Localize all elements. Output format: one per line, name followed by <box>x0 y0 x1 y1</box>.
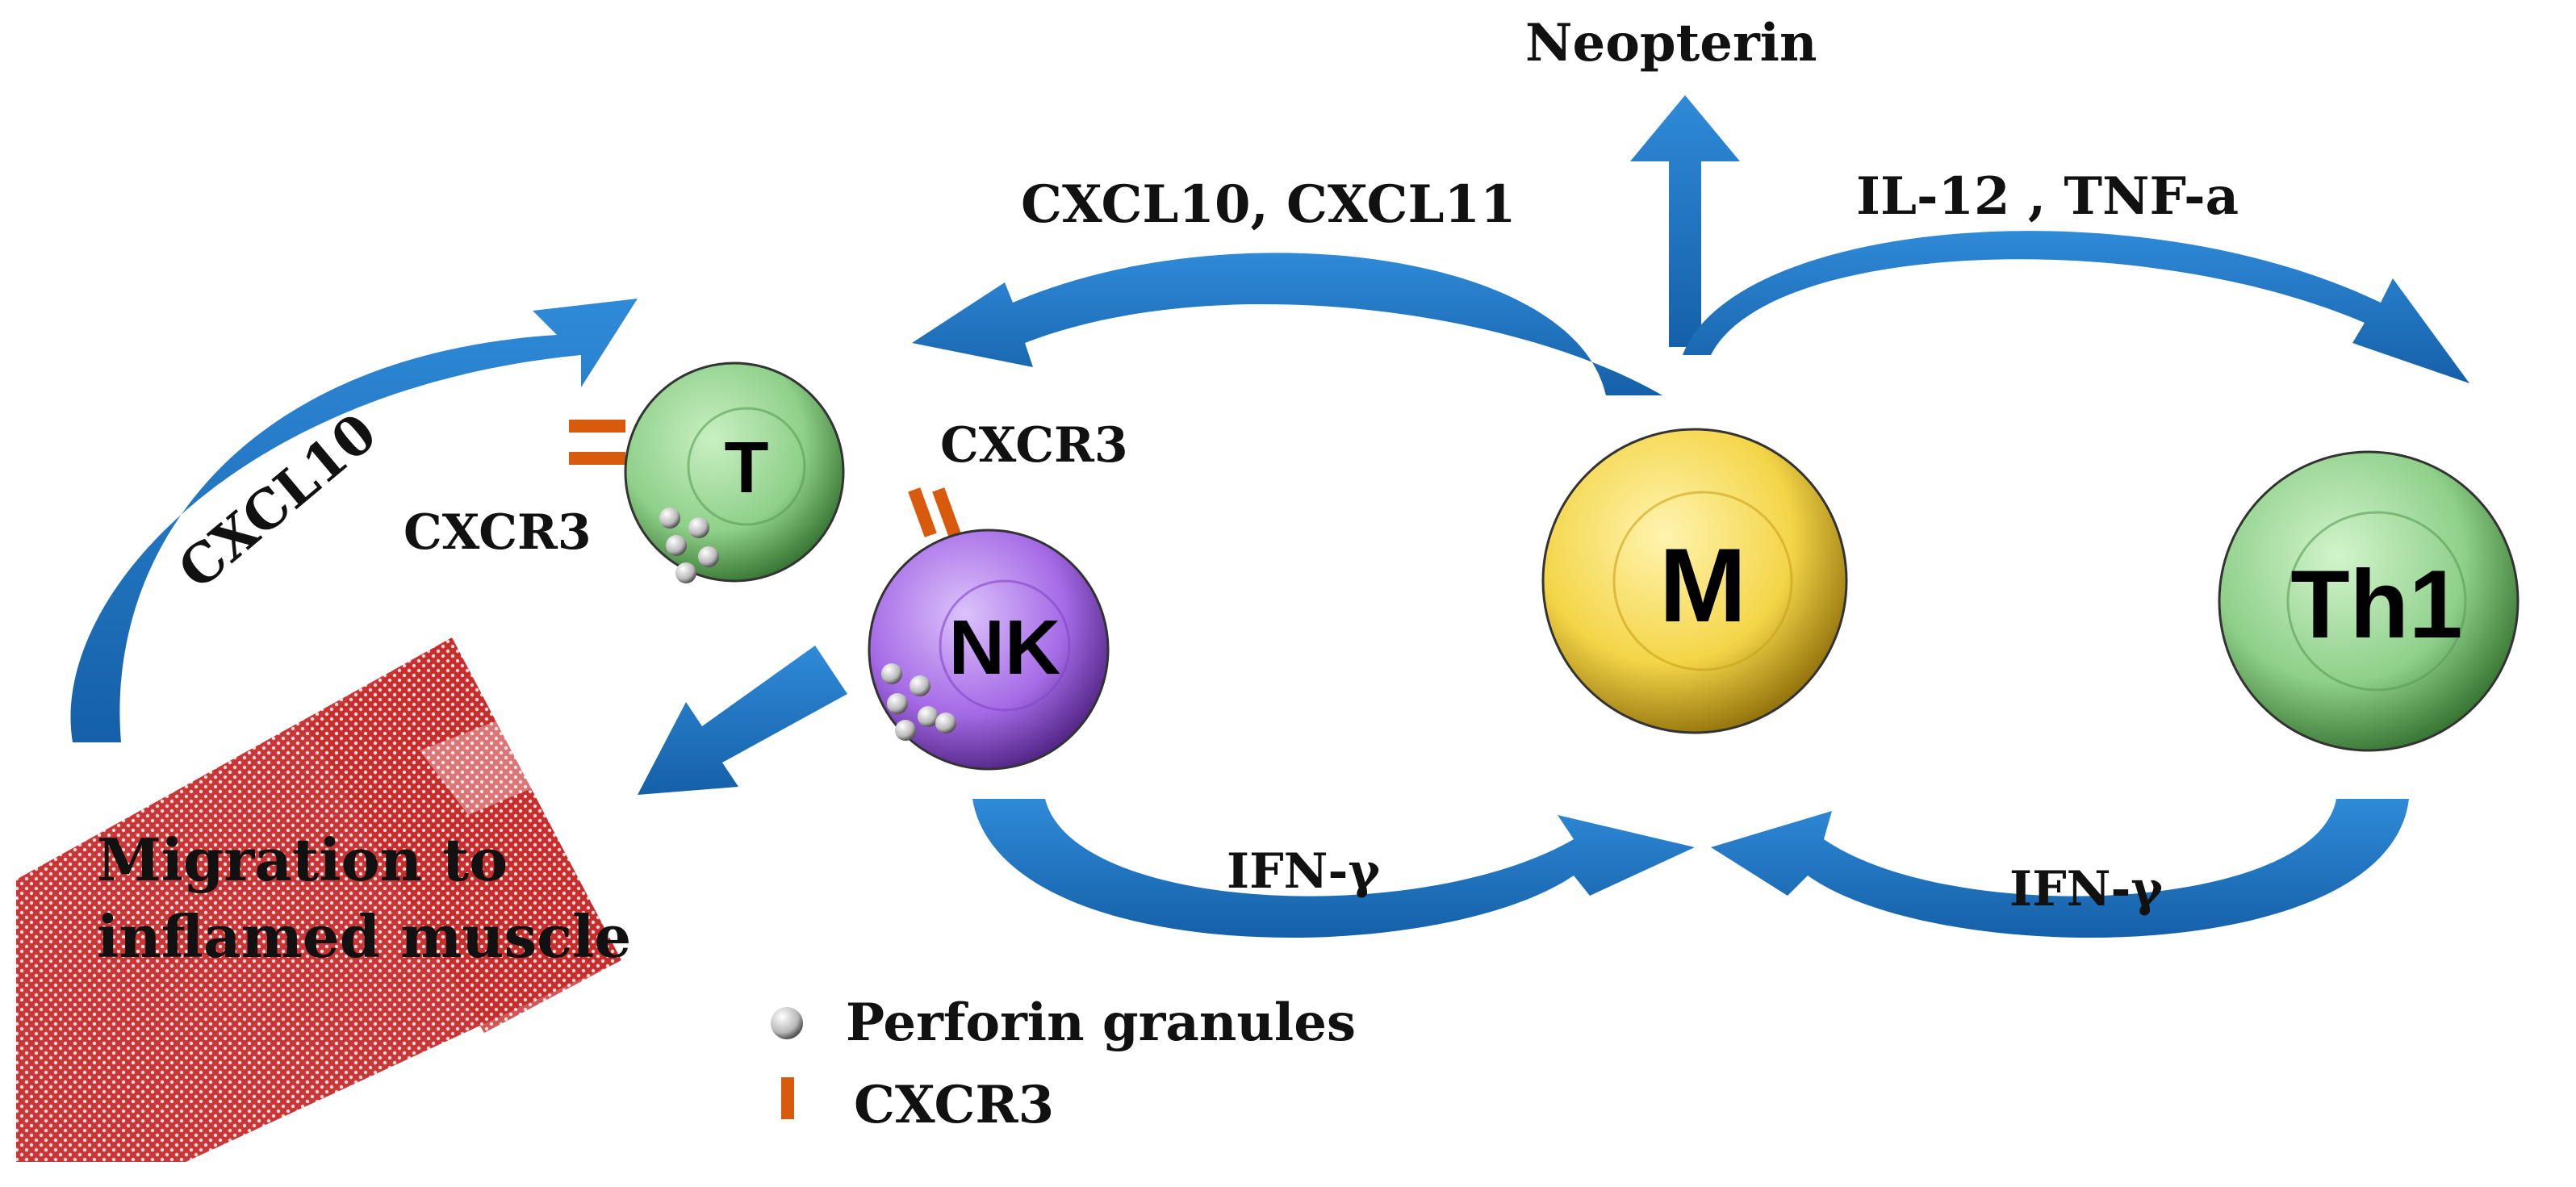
cxcr3-receptor <box>569 452 625 465</box>
t-cell-label: T <box>725 428 769 508</box>
ifn-gamma-left-label: IFN-γ <box>1227 843 1381 900</box>
th1-cell: Th1 <box>2218 450 2520 752</box>
perforin-granules <box>881 663 956 741</box>
cxcr3-receptor <box>569 420 625 433</box>
cxcr3-nk-label: CXCR3 <box>940 417 1128 474</box>
nk-cell-label: NK <box>949 604 1061 691</box>
ifn-gamma-arrow-right <box>1711 799 2409 938</box>
perforin-granules <box>659 508 719 583</box>
macrophage-cell: M <box>1541 428 1848 734</box>
cxcl10-arrow <box>70 299 638 742</box>
migration-label-line2: inflamed muscle <box>97 902 632 971</box>
legend-perforin-icon <box>771 1007 803 1039</box>
th1-cell-label: Th1 <box>2290 550 2462 658</box>
legend-cxcr3-label: CXCR3 <box>854 1075 1055 1135</box>
legend-perforin-label: Perforin granules <box>846 993 1356 1053</box>
legend-cxcr3-icon <box>781 1077 794 1119</box>
cxcl10-cxcl11-arrow <box>912 253 1662 395</box>
ifn-gamma-right-label: IFN-γ <box>2009 861 2164 917</box>
il12-tnf-label: IL-12 , TNF-a <box>1856 166 2239 227</box>
il12-tnf-arrow <box>1683 231 2469 383</box>
inflamed-muscle-illustration <box>16 637 621 1162</box>
migration-arrow <box>638 646 847 795</box>
migration-label-line1: Migration to <box>97 825 508 894</box>
neopterin-label: Neopterin <box>1525 13 1817 73</box>
cxcr3-receptor <box>932 487 961 537</box>
cxcr3-t-label: CXCR3 <box>404 504 592 561</box>
ifn-gamma-arrow-left <box>972 799 1695 938</box>
cxcr3-receptor <box>908 487 937 537</box>
cxcl10-cxcl11-label: CXCL10, CXCL11 <box>1021 174 1516 235</box>
nk-cell: NK <box>868 487 1110 771</box>
neopterin-arrow <box>1630 95 1740 347</box>
t-cell: T <box>569 362 845 583</box>
m-cell-label: M <box>1659 526 1746 644</box>
